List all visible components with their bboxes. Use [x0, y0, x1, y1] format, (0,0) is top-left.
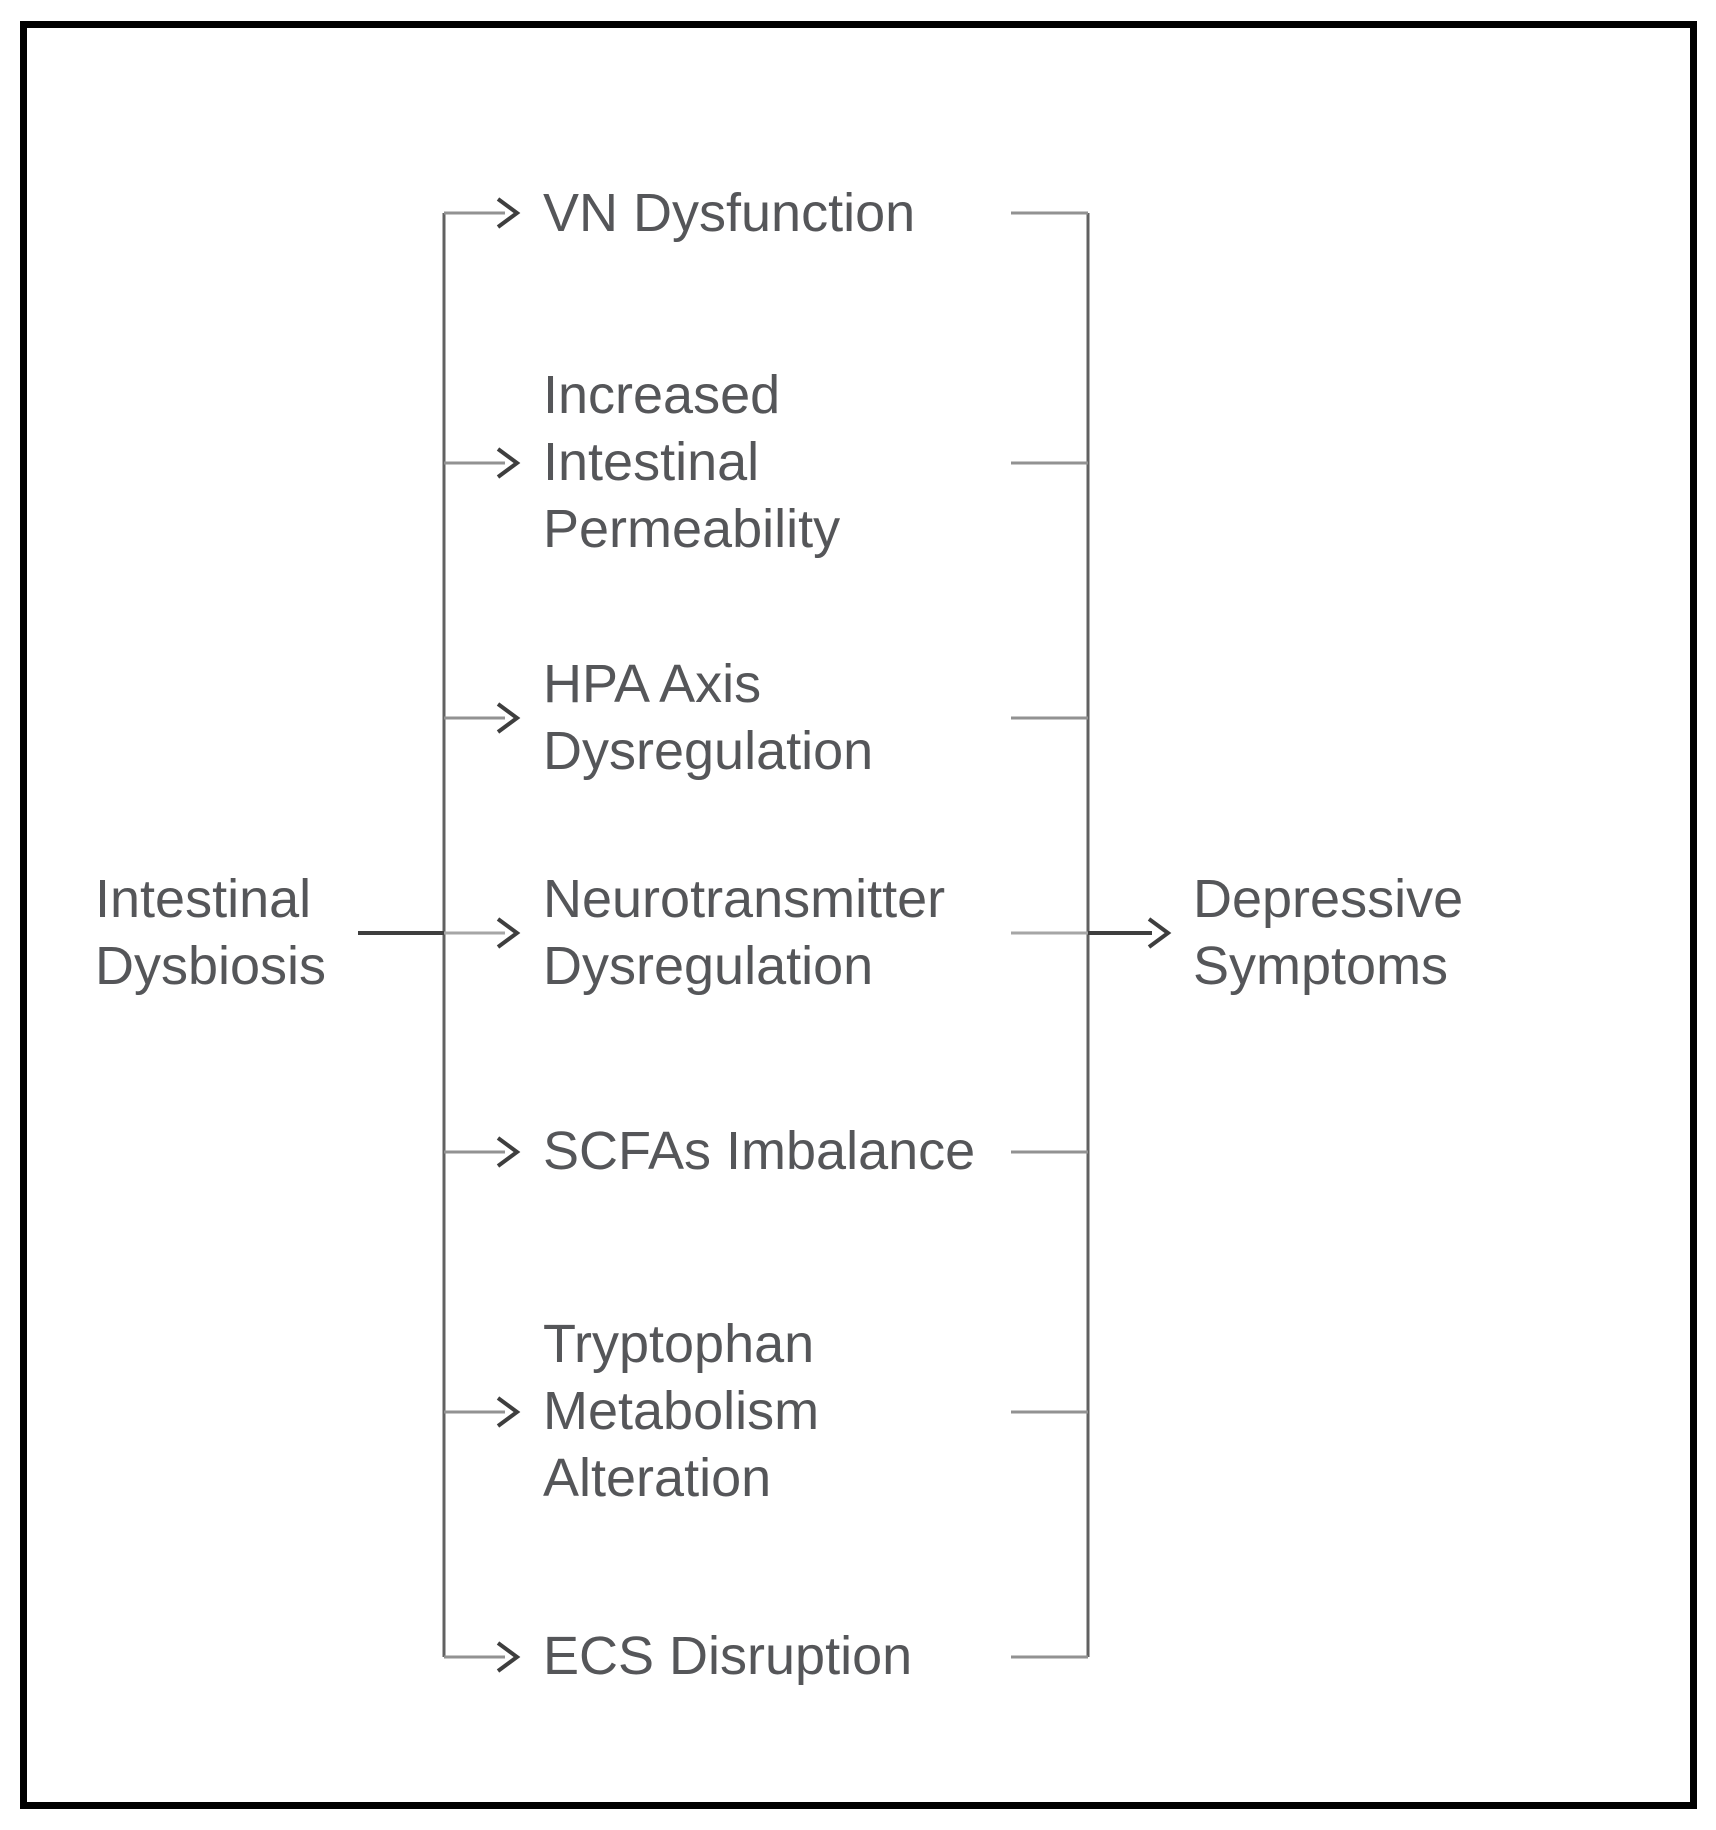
node-neurotransmitter-dysregulation: Neurotransmitter Dysregulation — [543, 869, 946, 996]
node-increased-intestinal-permeability: Increased Intestinal Permeability — [543, 365, 841, 559]
branch-arrow-vn-dysfunction — [444, 197, 521, 229]
branch-arrow-scfas — [444, 1136, 521, 1168]
branch-arrow-neurotransmitter — [444, 917, 521, 949]
node-ecs-disruption: ECS Disruption — [543, 1626, 913, 1686]
branch-arrow-intestinal-permeability — [444, 447, 521, 479]
node-tryptophan-metabolism-alteration: Tryptophan Metabolism Alteration — [543, 1314, 820, 1508]
node-scfas-imbalance: SCFAs Imbalance — [543, 1121, 976, 1181]
diagram-border — [20, 21, 1697, 1809]
arrowhead-icon — [496, 447, 521, 479]
branch-arrow-tryptophan — [444, 1396, 521, 1428]
arrowhead-icon — [496, 702, 521, 734]
arrowhead-icon — [496, 1136, 521, 1168]
arrowhead-icon — [1147, 917, 1172, 949]
node-hpa-axis-dysregulation: HPA Axis Dysregulation — [543, 654, 874, 781]
branch-arrow-ecs — [444, 1641, 521, 1673]
node-vn-dysfunction: VN Dysfunction — [543, 183, 916, 243]
node-depressive-symptoms: Depressive Symptoms — [1193, 869, 1464, 996]
arrowhead-icon — [496, 1396, 521, 1428]
arrowhead-icon — [496, 1641, 521, 1673]
branch-arrow-hpa-axis — [444, 702, 521, 734]
node-intestinal-dysbiosis: Intestinal Dysbiosis — [95, 869, 327, 996]
arrowhead-icon — [496, 917, 521, 949]
edge-rail-to-target — [1088, 917, 1172, 949]
arrowhead-icon — [496, 197, 521, 229]
